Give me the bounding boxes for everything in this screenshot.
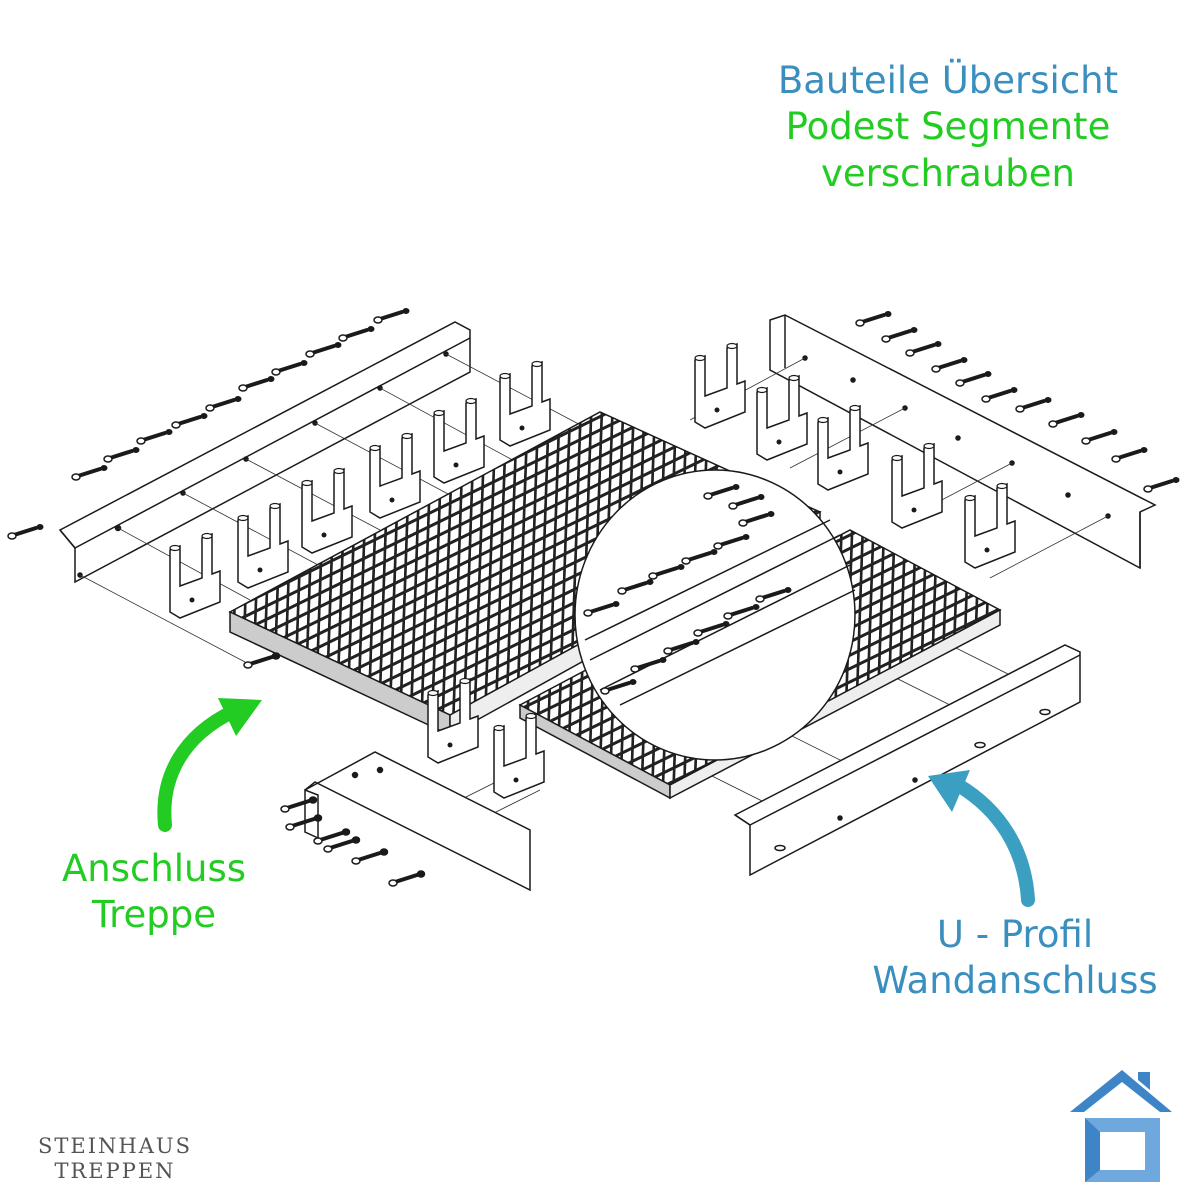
- diagram-title: Bauteile Übersicht Podest Segmente versc…: [748, 58, 1148, 197]
- stair-connection-label: Anschluss Treppe: [40, 846, 268, 939]
- brand-line-1: STEINHAUS: [38, 1134, 192, 1158]
- stair-connection-angle: [242, 651, 531, 892]
- house-logo-icon: [1070, 1070, 1172, 1182]
- brand-line-2: TREPPEN: [54, 1159, 176, 1184]
- u-profile-wall-connection: [733, 644, 1081, 877]
- left-wall-profile: [58, 321, 471, 584]
- stair-connection-label-line-1: Anschluss: [61, 847, 247, 890]
- right-wall-profile: [769, 314, 1157, 570]
- title-line-2: Podest Segmente: [785, 105, 1111, 149]
- title-line-3: verschrauben: [821, 151, 1075, 195]
- blue-curved-arrow-icon: [928, 770, 1035, 907]
- u-profile-label-line-1: U - Profil: [936, 913, 1094, 956]
- u-profile-label: U - Profil Wandanschluss: [855, 912, 1175, 1005]
- title-line-1: Bauteile Übersicht: [777, 59, 1119, 102]
- detail-magnifier: [574, 469, 856, 761]
- green-curved-arrow-icon: [157, 698, 262, 832]
- u-profile-label-line-2: Wandanschluss: [872, 959, 1158, 1003]
- stair-connection-label-line-2: Treppe: [91, 893, 217, 937]
- brand-wordmark: STEINHAUS TREPPEN: [30, 1134, 200, 1184]
